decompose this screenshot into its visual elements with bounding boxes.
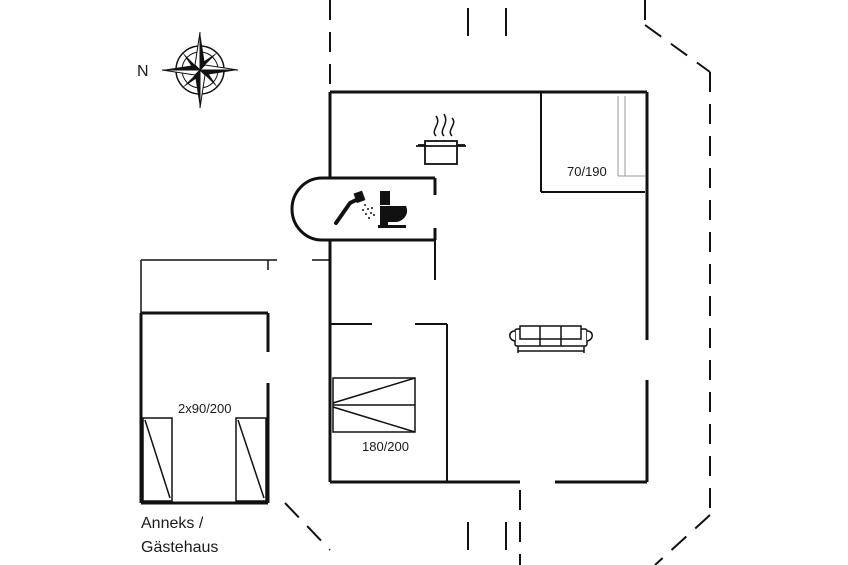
main-house-walls bbox=[328, 90, 649, 484]
bathroom-walls bbox=[290, 176, 437, 242]
compass-rose-icon bbox=[161, 31, 239, 109]
single-bed bbox=[617, 96, 645, 177]
shower-icon bbox=[334, 190, 375, 225]
interior-walls bbox=[330, 92, 645, 482]
cooking-pot-icon bbox=[416, 113, 466, 165]
annex-walls bbox=[139, 311, 270, 505]
single-bed-label: 70/190 bbox=[567, 164, 607, 179]
compass-north-label: N bbox=[137, 63, 149, 80]
annex-carport bbox=[140, 259, 330, 313]
terrace-outline bbox=[284, 0, 711, 565]
twin-beds bbox=[142, 417, 267, 502]
toilet-icon bbox=[378, 191, 408, 228]
entry-steps bbox=[467, 8, 507, 550]
twin-beds-label: 2x90/200 bbox=[178, 401, 232, 416]
sofa-icon bbox=[509, 325, 593, 353]
annex-label-line-1: Anneks / bbox=[141, 515, 204, 532]
annex-label-line-2: Gästehaus bbox=[141, 539, 218, 556]
double-bed bbox=[332, 377, 416, 433]
double-bed-label: 180/200 bbox=[362, 439, 409, 454]
